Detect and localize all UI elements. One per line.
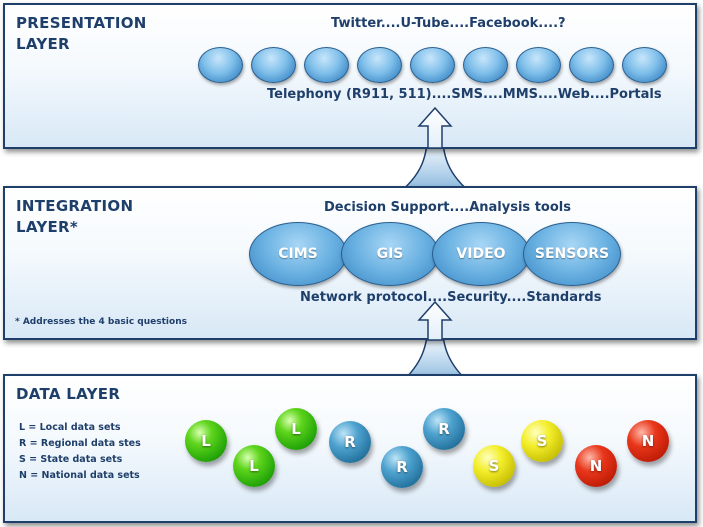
- component-gis: GIS: [341, 222, 439, 286]
- component-label: VIDEO: [456, 246, 506, 262]
- component-label: CIMS: [278, 246, 318, 262]
- component-label: GIS: [376, 246, 404, 262]
- local-data-sphere: L: [233, 445, 275, 487]
- sphere-letter: L: [249, 457, 259, 475]
- presentation-layer-panel: PRESENTATION LAYER Twitter....U-Tube....…: [3, 3, 697, 149]
- sphere-letter: R: [396, 458, 408, 476]
- legend-state: S = State data sets: [19, 454, 123, 465]
- presentation-title-line2: LAYER: [16, 35, 70, 53]
- presentation-layer-title: PRESENTATION LAYER: [16, 13, 147, 55]
- component-cims: CIMS: [249, 222, 347, 286]
- sphere-letter: N: [641, 432, 655, 450]
- sphere-letter: R: [344, 433, 356, 451]
- sphere-letter: S: [536, 432, 548, 450]
- component-label: SENSORS: [534, 246, 610, 262]
- legend-national: N = National data sets: [19, 470, 140, 481]
- channel-oval: [304, 47, 349, 83]
- network-protocol-caption: Network protocol....Security....Standard…: [300, 290, 602, 305]
- data-layer-title: DATA LAYER: [16, 385, 121, 403]
- component-video: VIDEO: [432, 222, 530, 286]
- national-data-sphere: N: [575, 445, 617, 487]
- legend-regional: R = Regional data stes: [19, 438, 141, 449]
- sphere-letter: S: [488, 457, 500, 475]
- state-data-sphere: S: [473, 445, 515, 487]
- presentation-title-line1: PRESENTATION: [16, 14, 147, 32]
- state-data-sphere: S: [521, 420, 563, 462]
- footnote: * Addresses the 4 basic questions: [15, 317, 187, 327]
- sphere-letter: N: [589, 457, 603, 475]
- regional-data-sphere: R: [381, 446, 423, 488]
- integration-layer-title: INTEGRATION LAYER*: [16, 196, 133, 238]
- channel-oval: [463, 47, 508, 83]
- channel-oval: [198, 47, 243, 83]
- channel-oval: [251, 47, 296, 83]
- national-data-sphere: N: [627, 420, 669, 462]
- legend-local: L = Local data sets: [19, 422, 121, 433]
- telephony-caption: Telephony (R911, 511)....SMS....MMS....W…: [267, 87, 662, 102]
- integration-title-line1: INTEGRATION: [16, 197, 134, 215]
- integration-title-line2: LAYER*: [16, 218, 79, 236]
- regional-data-sphere: R: [423, 408, 465, 450]
- channel-oval: [569, 47, 614, 83]
- local-data-sphere: L: [275, 408, 317, 450]
- channel-oval: [410, 47, 455, 83]
- sphere-letter: R: [438, 420, 450, 438]
- decision-support-caption: Decision Support....Analysis tools: [324, 200, 571, 215]
- sphere-letter: L: [291, 420, 301, 438]
- data-layer-panel: DATA LAYER L = Local data sets R = Regio…: [3, 374, 697, 523]
- regional-data-sphere: R: [329, 421, 371, 463]
- component-sensors: SENSORS: [523, 222, 621, 286]
- local-data-sphere: L: [185, 420, 227, 462]
- integration-layer-panel: INTEGRATION LAYER* Decision Support....A…: [3, 186, 697, 340]
- channel-oval: [622, 47, 667, 83]
- channel-oval: [357, 47, 402, 83]
- sphere-letter: L: [201, 432, 211, 450]
- channel-oval: [516, 47, 561, 83]
- social-media-caption: Twitter....U-Tube....Facebook....?: [331, 16, 566, 31]
